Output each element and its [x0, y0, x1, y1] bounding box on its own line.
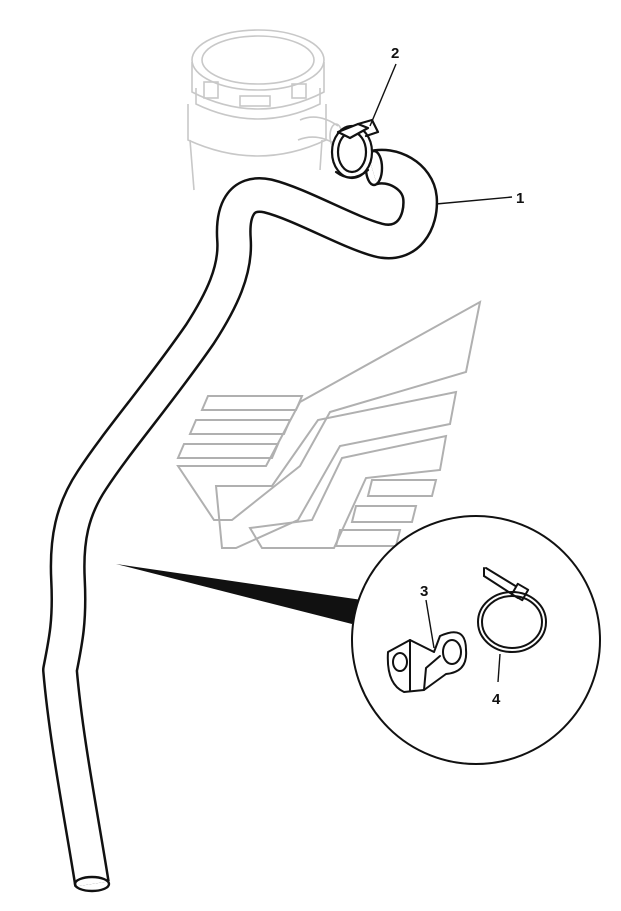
bracket-part	[386, 631, 468, 693]
cable-tie-part	[477, 567, 547, 653]
reservoir-outline	[187, 29, 343, 191]
hose-part	[42, 148, 439, 893]
leader-lines	[369, 63, 513, 683]
callout-1: 1	[516, 190, 524, 207]
watermark-logo	[176, 300, 482, 549]
detail-pointer	[116, 564, 362, 624]
hose-clamp-part	[330, 118, 380, 180]
callout-3: 3	[420, 583, 428, 600]
callout-2: 2	[391, 45, 399, 62]
callout-4: 4	[492, 691, 501, 708]
detail-circle	[351, 515, 601, 765]
